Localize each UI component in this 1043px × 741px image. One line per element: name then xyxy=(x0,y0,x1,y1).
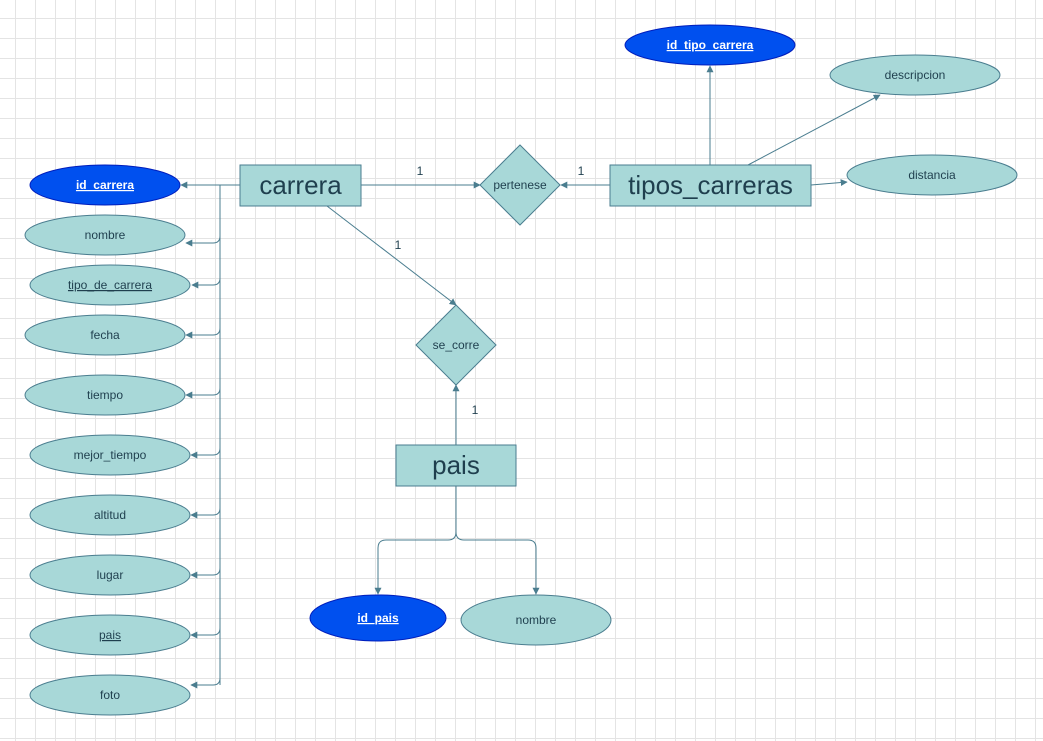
relationship-se-corre-label: se_corre xyxy=(433,338,480,352)
attribute-mejor-tiempo-label: mejor_tiempo xyxy=(74,448,147,462)
cardinality-pais-se-corre: 1 xyxy=(472,403,479,417)
attribute-mejor-tiempo[interactable]: mejor_tiempo xyxy=(29,434,191,476)
entity-carrera-label: carrera xyxy=(259,170,342,200)
attribute-tiempo-label: tiempo xyxy=(87,388,123,402)
attribute-id-tipo-carrera[interactable]: id_tipo_carrera xyxy=(624,24,796,66)
attribute-lugar[interactable]: lugar xyxy=(29,554,191,596)
edge-lugar xyxy=(190,567,221,579)
entity-pais-label: pais xyxy=(432,450,480,480)
attribute-altitud-label: altitud xyxy=(94,508,126,522)
attribute-id-pais-label: id_pais xyxy=(357,611,399,625)
edge-pais-attr xyxy=(190,627,221,639)
cardinality-carrera-se-corre: 1 xyxy=(395,238,402,252)
edge-carrera-se-corre xyxy=(326,205,457,306)
entity-carrera[interactable]: carrera xyxy=(239,164,362,207)
edge-pais-nombre xyxy=(455,531,540,595)
attribute-lugar-label: lugar xyxy=(97,568,124,582)
edge-foto xyxy=(190,677,221,689)
attribute-fecha-label: fecha xyxy=(90,328,120,342)
attribute-descripcion[interactable]: descripcion xyxy=(829,54,1001,96)
edge-distancia xyxy=(810,179,848,187)
cardinality-carrera-pertenese: 1 xyxy=(417,164,424,178)
attribute-tiempo[interactable]: tiempo xyxy=(24,374,186,416)
attribute-id-tipo-carrera-label: id_tipo_carrera xyxy=(667,38,754,52)
attribute-descripcion-label: descripcion xyxy=(885,68,946,82)
attribute-nombre[interactable]: nombre xyxy=(24,214,186,256)
edges xyxy=(180,65,881,689)
edge-nombre xyxy=(185,235,221,247)
attribute-foto[interactable]: foto xyxy=(29,674,191,716)
attribute-distancia[interactable]: distancia xyxy=(846,154,1018,196)
edge-fecha xyxy=(185,327,221,339)
attribute-id-carrera[interactable]: id_carrera xyxy=(29,164,181,206)
relationship-pertenese-label: pertenese xyxy=(493,178,547,192)
attribute-altitud[interactable]: altitud xyxy=(29,494,191,536)
relationship-pertenese[interactable]: pertenese xyxy=(479,144,561,226)
attribute-pais-label: pais xyxy=(99,628,121,642)
attribute-pais[interactable]: pais xyxy=(29,614,191,656)
entity-pais[interactable]: pais xyxy=(395,444,517,487)
edge-altitud xyxy=(190,507,221,519)
edge-carrera-attribute-bus xyxy=(219,184,240,685)
edge-descripcion xyxy=(747,94,881,166)
attribute-distancia-label: distancia xyxy=(908,168,956,182)
attribute-pais-nombre-label: nombre xyxy=(516,613,557,627)
edge-id-pais xyxy=(374,486,457,595)
entity-tipos-carreras-label: tipos_carreras xyxy=(628,170,793,200)
edge-mejor-tiempo xyxy=(190,447,221,459)
edge-tipo-de-carrera xyxy=(191,277,221,289)
attribute-id-carrera-label: id_carrera xyxy=(76,178,134,192)
attribute-id-pais[interactable]: id_pais xyxy=(309,594,447,642)
attribute-tipo-de-carrera[interactable]: tipo_de_carrera xyxy=(29,264,191,306)
attribute-fecha[interactable]: fecha xyxy=(24,314,186,356)
edge-tiempo xyxy=(185,387,221,399)
attribute-tipo-de-carrera-label: tipo_de_carrera xyxy=(68,278,152,292)
cardinalities: 1 1 1 1 xyxy=(395,164,585,417)
cardinality-tipos-pertenese: 1 xyxy=(578,164,585,178)
entity-tipos-carreras[interactable]: tipos_carreras xyxy=(609,164,812,207)
attribute-pais-nombre[interactable]: nombre xyxy=(460,594,612,646)
attribute-foto-label: foto xyxy=(100,688,120,702)
relationship-se-corre[interactable]: se_corre xyxy=(415,304,497,386)
attribute-nombre-label: nombre xyxy=(85,228,126,242)
